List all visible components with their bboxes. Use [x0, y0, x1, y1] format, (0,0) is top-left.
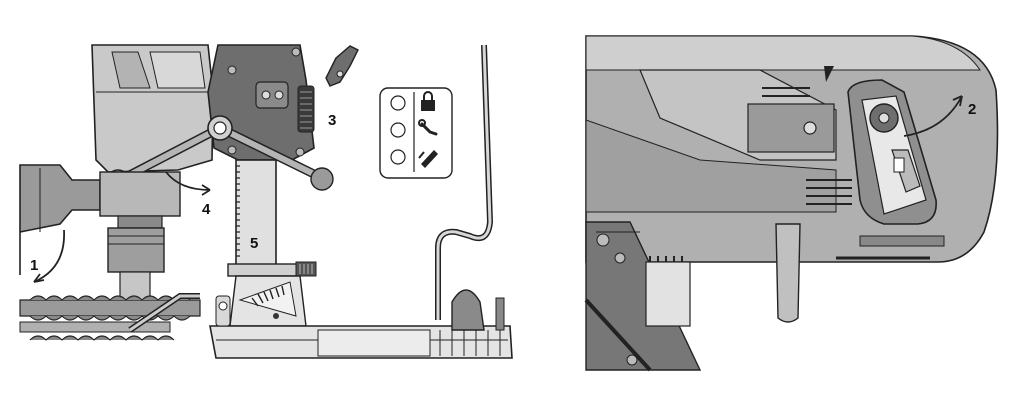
lock-icon: [421, 91, 435, 111]
right-panel: 2: [584, 35, 999, 372]
rotation-arrow-1: [33, 229, 65, 283]
chuck-assembly: [99, 171, 181, 303]
callout-2: 2: [968, 101, 976, 118]
side-post: [775, 223, 801, 323]
callout-1: 1: [30, 257, 38, 274]
detached-lever: [325, 45, 359, 87]
wrench-icon: [418, 119, 438, 136]
callout-3: 3: [328, 112, 336, 129]
vent-slots-upper: [762, 87, 810, 97]
stand-bracket: [584, 221, 702, 372]
drill-bit: [19, 293, 201, 341]
stand-base: [209, 261, 513, 359]
left-panel: 1 3 4 5: [19, 44, 513, 359]
housing-screw: [803, 121, 817, 135]
mode-indicator-wrench: [390, 122, 406, 138]
depth-knob: [297, 85, 315, 133]
rotation-arrow-2: [903, 95, 963, 137]
mode-indicator-chisel: [390, 149, 406, 165]
mode-selector-panel: [379, 87, 453, 179]
chisel-icon: [418, 150, 438, 168]
rotation-arrow-4: [165, 171, 211, 196]
vacuum-nozzle: [451, 289, 485, 331]
vent-slots-lower: [806, 179, 852, 205]
callout-4: 4: [202, 201, 211, 218]
callout-5: 5: [250, 235, 258, 252]
vacuum-hose: [435, 44, 505, 331]
column-rack: [236, 165, 240, 257]
mode-indicator-lock: [390, 95, 406, 111]
